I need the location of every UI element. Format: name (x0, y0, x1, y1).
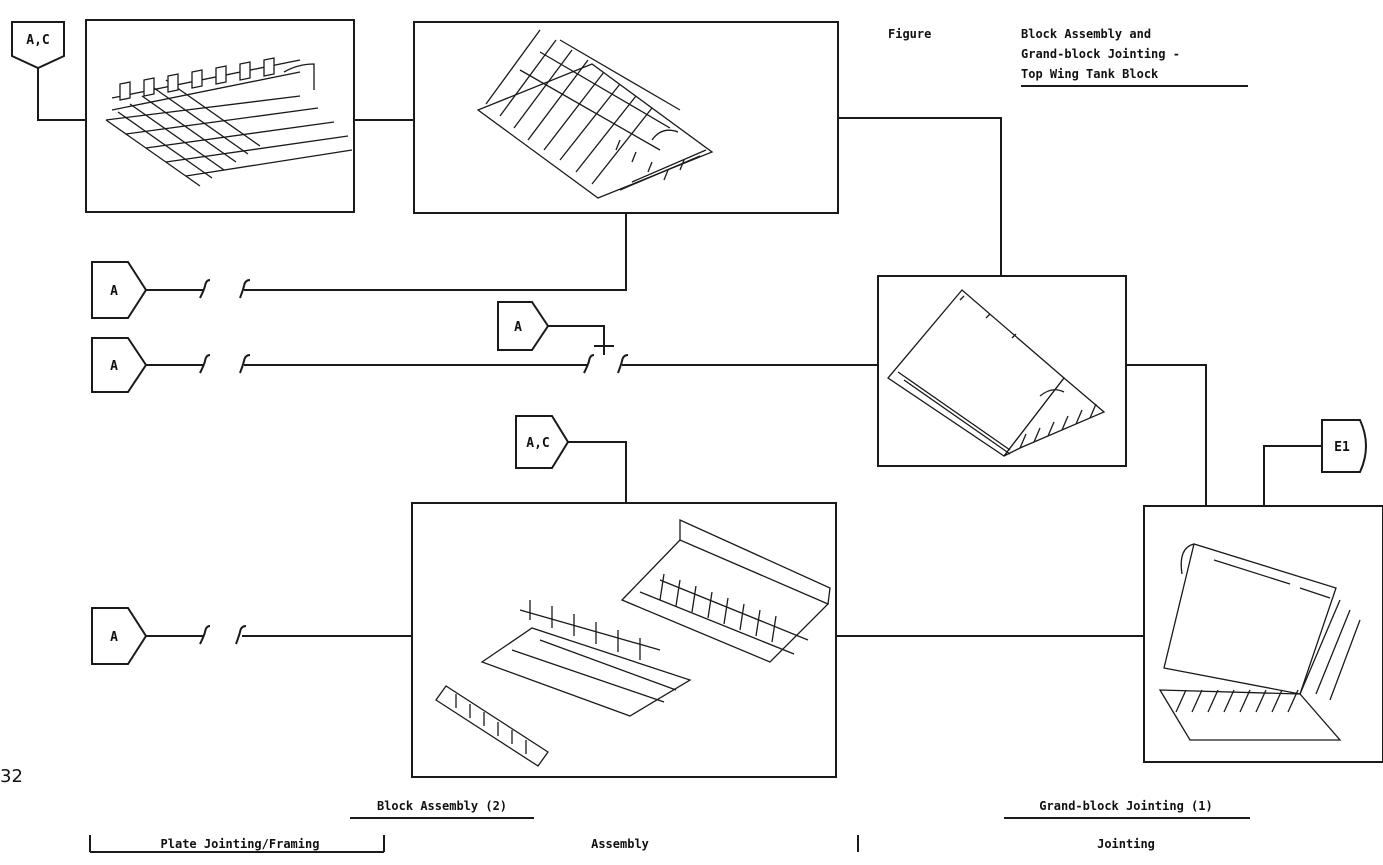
panel-assembly-illustration (412, 503, 836, 777)
figure-label: Figure (888, 27, 931, 41)
figure-title-line1: Block Assembly and (1021, 27, 1151, 41)
stage-label-plate-jointing: Plate Jointing/Framing (161, 837, 320, 851)
section-label-block-assembly: Block Assembly (2) (377, 799, 507, 813)
svg-text:A: A (110, 359, 118, 374)
figure-title-line3: Top Wing Tank Block (1021, 67, 1159, 81)
tag-ac-top: A,C (12, 22, 64, 68)
tag-ac-mid: A,C (516, 416, 568, 468)
stage-label-assembly: Assembly (591, 837, 649, 851)
svg-text:A,C: A,C (526, 436, 549, 451)
panel-framed-illustration (414, 22, 838, 213)
section-label-grand-block: Grand-block Jointing (1) (1039, 799, 1212, 813)
tag-e1: E1 (1322, 420, 1366, 472)
svg-text:A: A (110, 630, 118, 645)
tag-a-row1: A (92, 262, 146, 318)
tag-a-mid: A (498, 302, 548, 350)
figure-caption: Figure Block Assembly and Grand-block Jo… (888, 27, 1248, 86)
svg-text:A: A (110, 284, 118, 299)
stage-label-jointing: Jointing (1097, 837, 1155, 851)
panel-grand-block-illustration (1144, 506, 1383, 762)
svg-text:A,C: A,C (26, 33, 49, 48)
svg-text:E1: E1 (1334, 440, 1350, 455)
page-number: 32 (0, 766, 23, 787)
footer-sections: Block Assembly (2) Grand-block Jointing … (90, 799, 1250, 852)
panel-block-illustration (878, 276, 1126, 466)
panel-framing-illustration (86, 20, 354, 212)
tag-a-row3: A (92, 608, 146, 664)
tag-a-row2: A (92, 338, 146, 392)
svg-text:A: A (514, 320, 522, 335)
figure-title-line2: Grand-block Jointing - (1021, 47, 1180, 61)
